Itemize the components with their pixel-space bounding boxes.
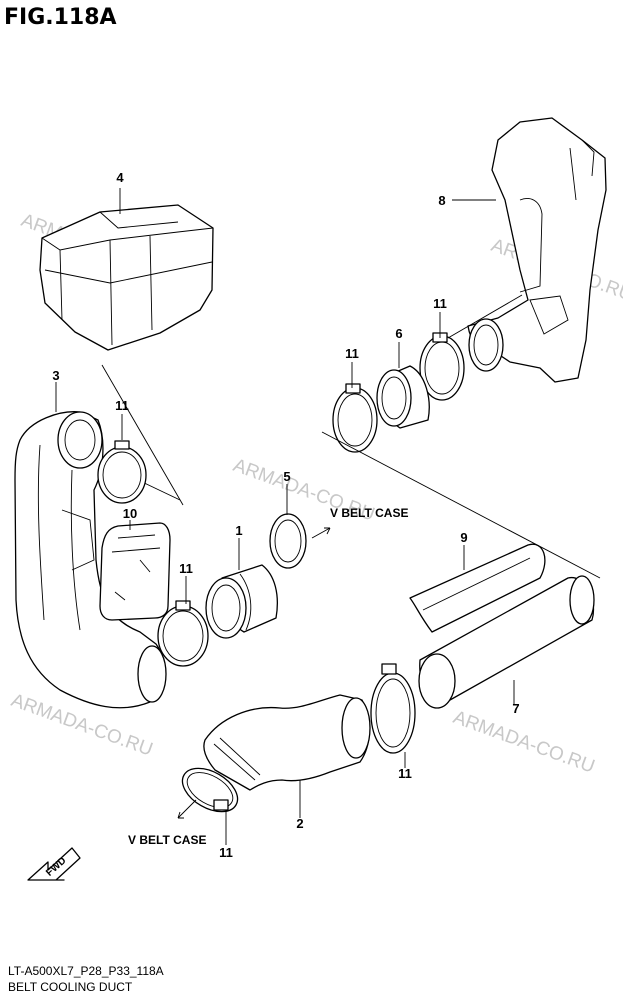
part-10-plate <box>99 522 171 621</box>
callout-11: 11 <box>115 398 129 413</box>
callout-6: 6 <box>395 326 402 341</box>
part-5-gasket <box>269 513 307 569</box>
callout-11: 11 <box>398 766 412 781</box>
callout-11: 11 <box>219 845 233 860</box>
watermark: ARMADA-CO.RU <box>450 707 597 778</box>
clamp-11-mid-left <box>157 600 209 667</box>
callout-7: 7 <box>512 701 519 716</box>
callout-5: 5 <box>283 469 290 484</box>
callout-11: 11 <box>345 346 359 361</box>
callout-3: 3 <box>52 368 59 383</box>
fwd-arrow-icon: FWD <box>27 847 81 881</box>
callout-10: 10 <box>123 506 137 521</box>
v-belt-case-label-lower: V BELT CASE <box>128 833 206 847</box>
callout-1: 1 <box>235 523 242 538</box>
callout-11: 11 <box>179 561 193 576</box>
part-1-boot <box>205 564 278 639</box>
part-4-cover <box>39 204 214 351</box>
callout-9: 9 <box>460 530 467 545</box>
callout-2: 2 <box>296 816 303 831</box>
part-6-sleeve <box>376 365 430 429</box>
leader-lines <box>55 199 515 845</box>
figure-code: LT-A500XL7_P28_P33_118A <box>8 964 164 978</box>
part-3-duct <box>14 411 167 709</box>
callout-4: 4 <box>116 170 124 185</box>
part-8-duct <box>467 117 607 383</box>
clamp-11-lower-right <box>370 663 416 754</box>
part-7-tube <box>418 575 595 709</box>
callout-11: 11 <box>433 296 447 311</box>
clamp-11-lower <box>181 767 239 813</box>
callouts: 4 8 11 6 11 3 11 5 10 1 9 11 7 11 2 11 <box>52 170 519 860</box>
figure-name: BELT COOLING DUCT <box>8 980 133 994</box>
part-2-elbow <box>203 694 371 791</box>
v-belt-case-label-upper: V BELT CASE <box>330 506 408 520</box>
figure-title: FIG.118A <box>4 5 117 30</box>
callout-8: 8 <box>438 193 445 208</box>
clamp-11-upper-left <box>97 440 147 504</box>
clamp-11-upper-right-a <box>332 383 378 453</box>
